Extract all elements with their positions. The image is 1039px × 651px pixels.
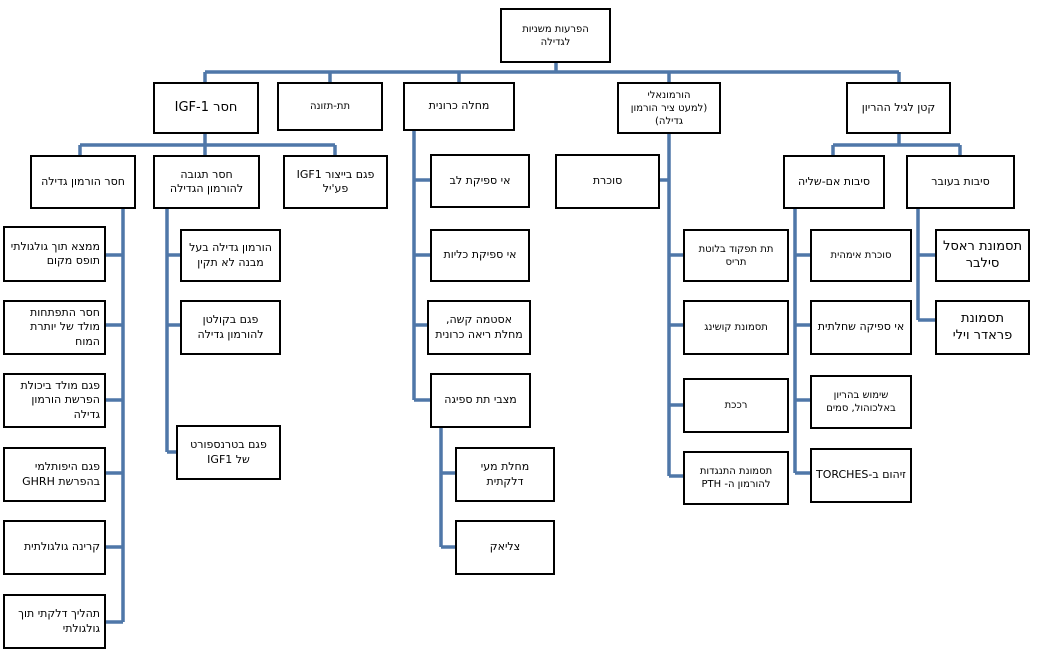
- renal-failure-node: אי ספיקת כליות: [430, 229, 530, 282]
- celiac-node: צליאק: [455, 520, 555, 575]
- hypothyroidism-node: תת תפקוד בלוטת תריס: [683, 229, 789, 282]
- fetal-causes-node: סיבות בעובר: [906, 155, 1015, 209]
- root-node: הפרעות משניות לגדילה: [500, 8, 611, 63]
- inflammatory-bowel-disease-node: מחלת מעי דלקתית: [455, 447, 555, 502]
- pituitary-maldevelopment-node: חסר התפתחות מולד של יותרת המוח: [3, 300, 106, 355]
- gh-deficiency-node: חסר הורמון גדילה: [30, 155, 136, 209]
- congenital-gh-secretion-defect-node: פגם מולד ביכולת הפרשת הורמון גדילה: [3, 373, 106, 428]
- gh-receptor-defect-node: פגם בקולטן להורמון גדילה: [180, 300, 281, 355]
- gh-resistance-node: חסר תגובה להורמון הגדילה: [153, 155, 260, 209]
- category-chronic-disease: מחלה כרונית: [403, 82, 515, 131]
- category-malnutrition: תת-תזונה: [277, 82, 383, 131]
- abnormal-gh-structure-node: הורמון גדילה בעל מבנה לא תקין: [180, 229, 281, 282]
- igf1-transport-defect-node: פגם בטרנספורט של IGF1: [176, 425, 281, 480]
- category-hormonal: הורמונאלי (למעט ציר הורמון גדילה): [617, 82, 721, 134]
- diabetes-node: סוכרת: [555, 154, 660, 209]
- intracranial-inflammation-node: תהליך דלקתי תוך גולגולתי: [3, 594, 106, 649]
- asthma-chronic-lung-node: אסטמה קשה, מחלת ריאה כרונית: [427, 300, 531, 355]
- intracranial-mass-node: ממצא תוך גולגולתי תופס מקום: [3, 226, 106, 282]
- prader-willi-node: תסמונת פראדר וילי: [935, 300, 1030, 355]
- ghrh-secretion-defect-node: פגם היפותלמי בהפרשת GHRH: [3, 447, 106, 502]
- torches-infection-node: זיהום ב-TORCHES: [810, 448, 912, 503]
- pregnancy-substance-use-node: שימוש בהריון באלכוהול, סמים: [810, 375, 912, 429]
- category-small-for-gestational-age: קטן לגיל ההריון: [846, 82, 951, 134]
- cranial-radiation-node: קרינה גולגולתית: [3, 520, 106, 575]
- maternal-placental-causes-node: סיבות אם-שליה: [783, 155, 885, 209]
- igf1-production-defect-node: פגם בייצור IGF1 פע'יל: [283, 155, 388, 209]
- heart-failure-node: אי ספיקת לב: [430, 154, 530, 208]
- rickets-node: רככת: [683, 378, 789, 433]
- category-igf1-deficiency: חסר IGF-1: [153, 82, 259, 134]
- maternal-diabetes-node: סוכרת אימהית: [810, 229, 912, 282]
- malabsorption-node: מצבי תת ספיגה: [430, 373, 531, 428]
- placental-insufficiency-node: אי ספיקה שחלתית: [810, 300, 912, 355]
- cushing-syndrome-node: תסמונת קושינג: [683, 300, 789, 355]
- russell-silver-node: תסמונת ראסל סילבר: [935, 229, 1030, 282]
- pth-resistance-node: תסמונת התנגדות להורמון ה- PTH: [683, 451, 789, 505]
